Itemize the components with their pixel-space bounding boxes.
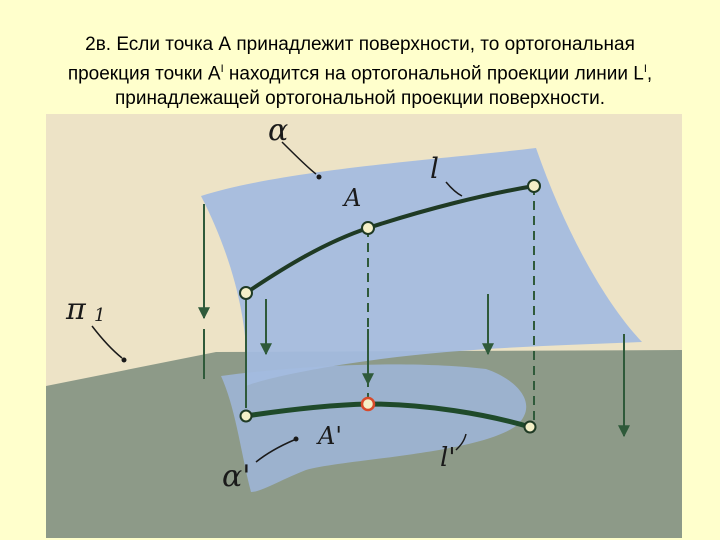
leader-pi1 — [91, 325, 123, 359]
label-line-l-prime: l' — [440, 443, 455, 473]
leader-alpha-prime-dot — [293, 436, 299, 442]
label-alpha: α — [268, 114, 288, 148]
title-line-1: 2в. Если точка А принадлежит поверхности… — [85, 34, 635, 55]
leader-l-prime — [455, 433, 467, 451]
leader-alpha-prime — [255, 439, 295, 463]
label-plane-pi-subscript: 1 — [94, 305, 105, 326]
leader-pi1-dot — [121, 357, 127, 363]
title-line-3: принадлежащей ортогональной проекции пов… — [114, 88, 606, 110]
label-line-l: l — [430, 152, 439, 185]
surface-projection-alpha-prime — [221, 364, 527, 492]
label-plane-pi: π — [65, 292, 87, 327]
title-line-2-start: проекция точки А — [67, 63, 221, 85]
surface-alpha — [201, 148, 642, 386]
title-line-2: проекция точки АI находится на ортогонал… — [20, 57, 700, 86]
projection-diagram: α A l π 1 A' l' α' — [46, 114, 682, 538]
curve-l-start-point — [239, 286, 253, 300]
title-superscript-1: I — [220, 63, 224, 75]
leader-alpha — [281, 141, 317, 175]
slide-title: 2в. Если точка А принадлежит поверхности… — [20, 32, 700, 111]
leader-l — [445, 181, 463, 197]
label-point-a-prime: A' — [316, 422, 342, 450]
curve-l-end-point — [527, 179, 541, 193]
leader-alpha-dot — [316, 174, 322, 180]
title-superscript-2: I — [643, 63, 647, 75]
label-alpha-prime: α' — [222, 459, 251, 494]
title-line-2-middle: находится на ортогональной проекции лини… — [223, 63, 644, 85]
curve-l-prime-end-point — [523, 420, 537, 434]
curve-l-prime-start-point — [239, 409, 253, 423]
title-line-2-end: , — [646, 63, 653, 85]
point-a — [361, 221, 375, 235]
label-point-a: A — [342, 184, 361, 212]
diagram-svg: α A l π 1 A' l' α' — [46, 114, 682, 538]
point-a-prime — [360, 396, 376, 412]
